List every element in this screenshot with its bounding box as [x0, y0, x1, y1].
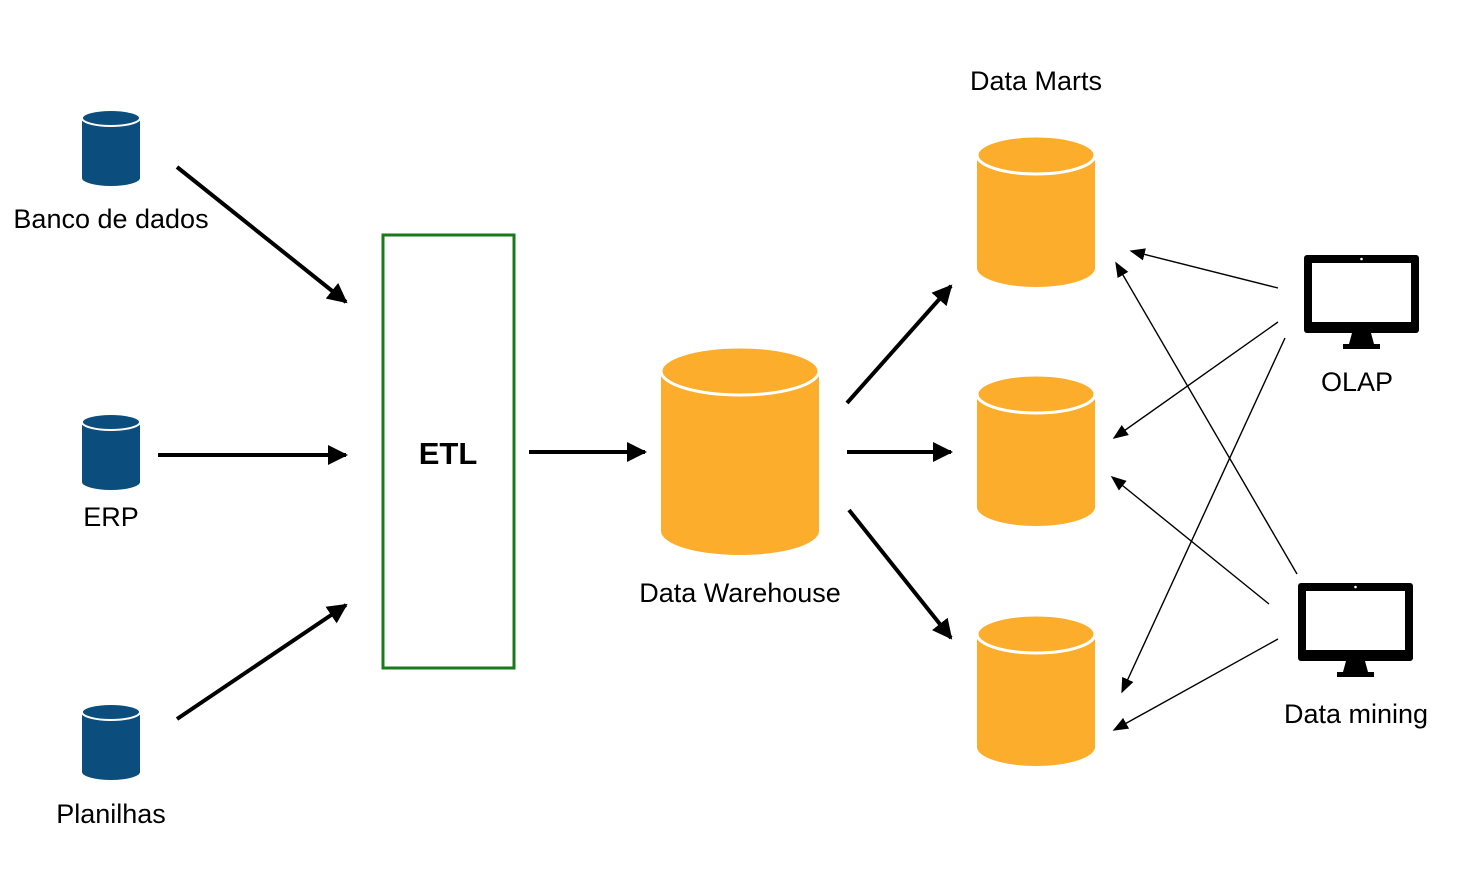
arrow-warehouse-to-mart-1 — [845, 284, 953, 405]
data-mart-3-cylinder-icon — [975, 613, 1097, 766]
arrow-mining-to-mart-2 — [1110, 476, 1270, 605]
source-database-icon-planilhas — [81, 703, 141, 780]
consumer-label-olap: OLAP — [1320, 367, 1394, 397]
etl-label: ETL — [418, 436, 478, 471]
data-warehouse-cylinder-icon — [659, 345, 821, 555]
etl-box — [381, 233, 516, 670]
data-mining-monitor-icon — [1298, 583, 1413, 677]
source-label-planilhas: Planilhas — [56, 799, 166, 829]
arrow-olap-to-mart-1 — [1129, 248, 1279, 289]
source-database-icon-erp — [81, 413, 141, 490]
data-warehouse-label: Data Warehouse — [639, 578, 841, 608]
data-marts-title: Data Marts — [969, 66, 1103, 96]
source-label-banco-de-dados: Banco de dados — [13, 204, 209, 234]
arrow-olap-to-mart-3 — [1121, 337, 1286, 694]
arrow-banco-de-dados-to-etl — [175, 165, 348, 304]
consumer-label-data-mining: Data mining — [1283, 699, 1429, 729]
data-mart-2-cylinder-icon — [975, 373, 1097, 526]
arrow-warehouse-to-mart-3 — [847, 508, 953, 640]
data-mart-1-cylinder-icon — [975, 134, 1097, 287]
arrow-planilhas-to-etl — [175, 603, 348, 721]
arrow-olap-to-mart-2 — [1112, 321, 1279, 439]
source-label-erp: ERP — [83, 502, 139, 532]
arrow-mining-to-mart-1 — [1115, 261, 1298, 575]
source-database-icon-banco-de-dados — [81, 109, 141, 186]
arrow-mining-to-mart-3 — [1112, 638, 1279, 731]
olap-monitor-icon — [1304, 255, 1419, 349]
